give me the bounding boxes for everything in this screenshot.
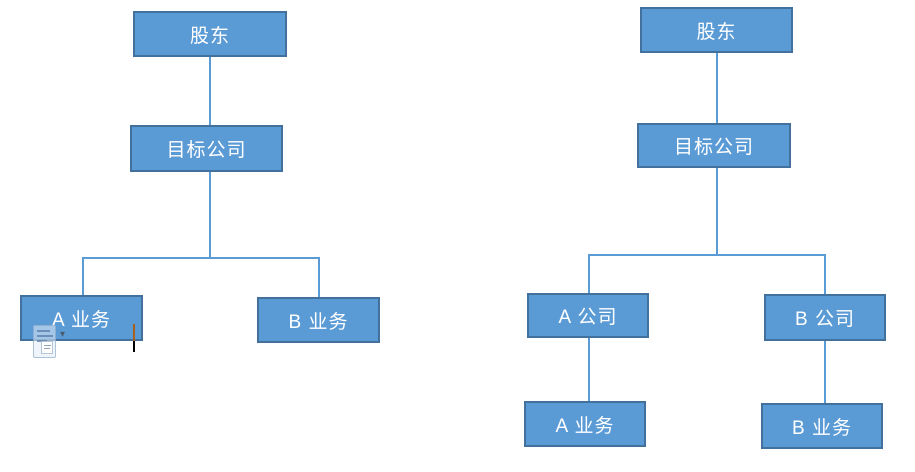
connector-shareholder-target (716, 53, 718, 123)
node-shareholder[interactable]: 股东 (133, 11, 287, 57)
text-cursor-lower (133, 341, 135, 352)
node-target-company[interactable]: 目标公司 (637, 123, 791, 168)
connector-branch-business-a (82, 257, 84, 295)
node-label: A 业务 (555, 415, 615, 437)
node-label: B 业务 (288, 311, 349, 333)
node-target-company[interactable]: 目标公司 (130, 125, 283, 172)
node-label: 目标公司 (166, 140, 247, 161)
node-shareholder[interactable]: 股东 (640, 7, 793, 53)
connector-branch-company-a (588, 254, 590, 293)
connector-company-b-business-b (824, 341, 826, 403)
connector-target-down (716, 168, 718, 255)
node-company-a[interactable]: A 公司 (527, 293, 649, 338)
connector-branch-business-b (318, 257, 320, 297)
node-label: 股东 (189, 25, 230, 47)
node-business-b[interactable]: B 业务 (761, 403, 883, 449)
chevron-down-icon[interactable]: ▾ (60, 329, 66, 340)
node-business-b[interactable]: B 业务 (257, 297, 380, 343)
node-label: 目标公司 (673, 137, 754, 158)
clipboard-paste-icon (33, 325, 56, 358)
node-label: A 业务 (52, 309, 111, 331)
connector-target-down (209, 172, 211, 257)
node-label: 股东 (696, 21, 737, 43)
connector-company-a-business-a (588, 338, 590, 401)
connector-shareholder-target (209, 57, 211, 125)
connector-branch-horizontal (82, 257, 320, 259)
paste-page-icon (41, 341, 53, 354)
node-company-b[interactable]: B 公司 (764, 294, 886, 341)
paste-options-button[interactable]: ▾ (33, 324, 77, 360)
connector-branch-horizontal (588, 254, 826, 256)
text-cursor-upper (133, 324, 135, 341)
node-label: B 公司 (795, 309, 855, 330)
node-label: A 公司 (558, 307, 618, 328)
node-business-a[interactable]: A 业务 (524, 401, 646, 447)
node-label: B 业务 (792, 417, 852, 439)
connector-branch-company-b (824, 254, 826, 294)
